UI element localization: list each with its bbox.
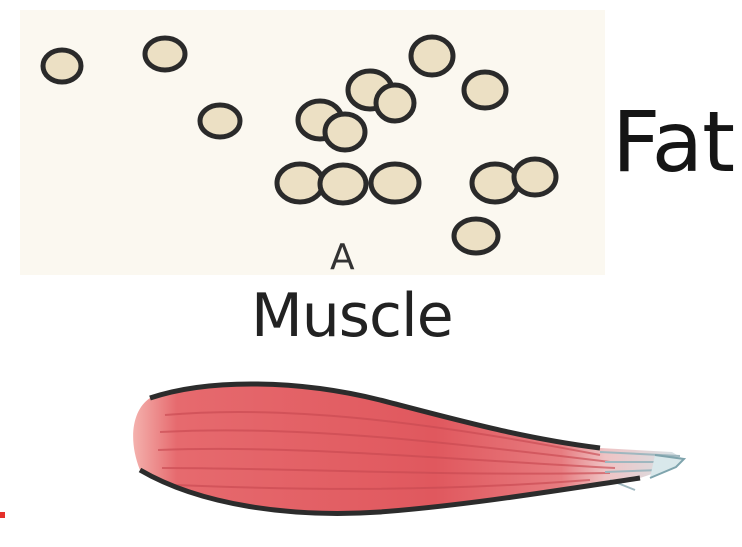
fat-area-backdrop	[20, 10, 605, 275]
fat-cell	[454, 219, 498, 253]
arrow-label: A	[330, 240, 355, 276]
fat-cell	[472, 164, 518, 202]
muscle-label: Muscle	[251, 286, 453, 346]
fat-cell	[464, 72, 506, 108]
fat-cell	[376, 85, 414, 121]
fat-cell	[145, 38, 185, 70]
fat-cell	[325, 114, 365, 150]
fat-cell	[277, 164, 323, 202]
fat-cell	[514, 159, 556, 195]
fat-label: Fat	[612, 100, 734, 184]
fat-cell	[200, 105, 240, 137]
edge-mark	[0, 512, 5, 518]
muscle-illustration	[133, 384, 684, 513]
fat-cell	[320, 165, 366, 203]
fat-cell	[43, 50, 81, 82]
fat-cell	[371, 164, 419, 202]
muscle-tendon-end	[650, 455, 684, 478]
fat-cell	[411, 37, 453, 75]
